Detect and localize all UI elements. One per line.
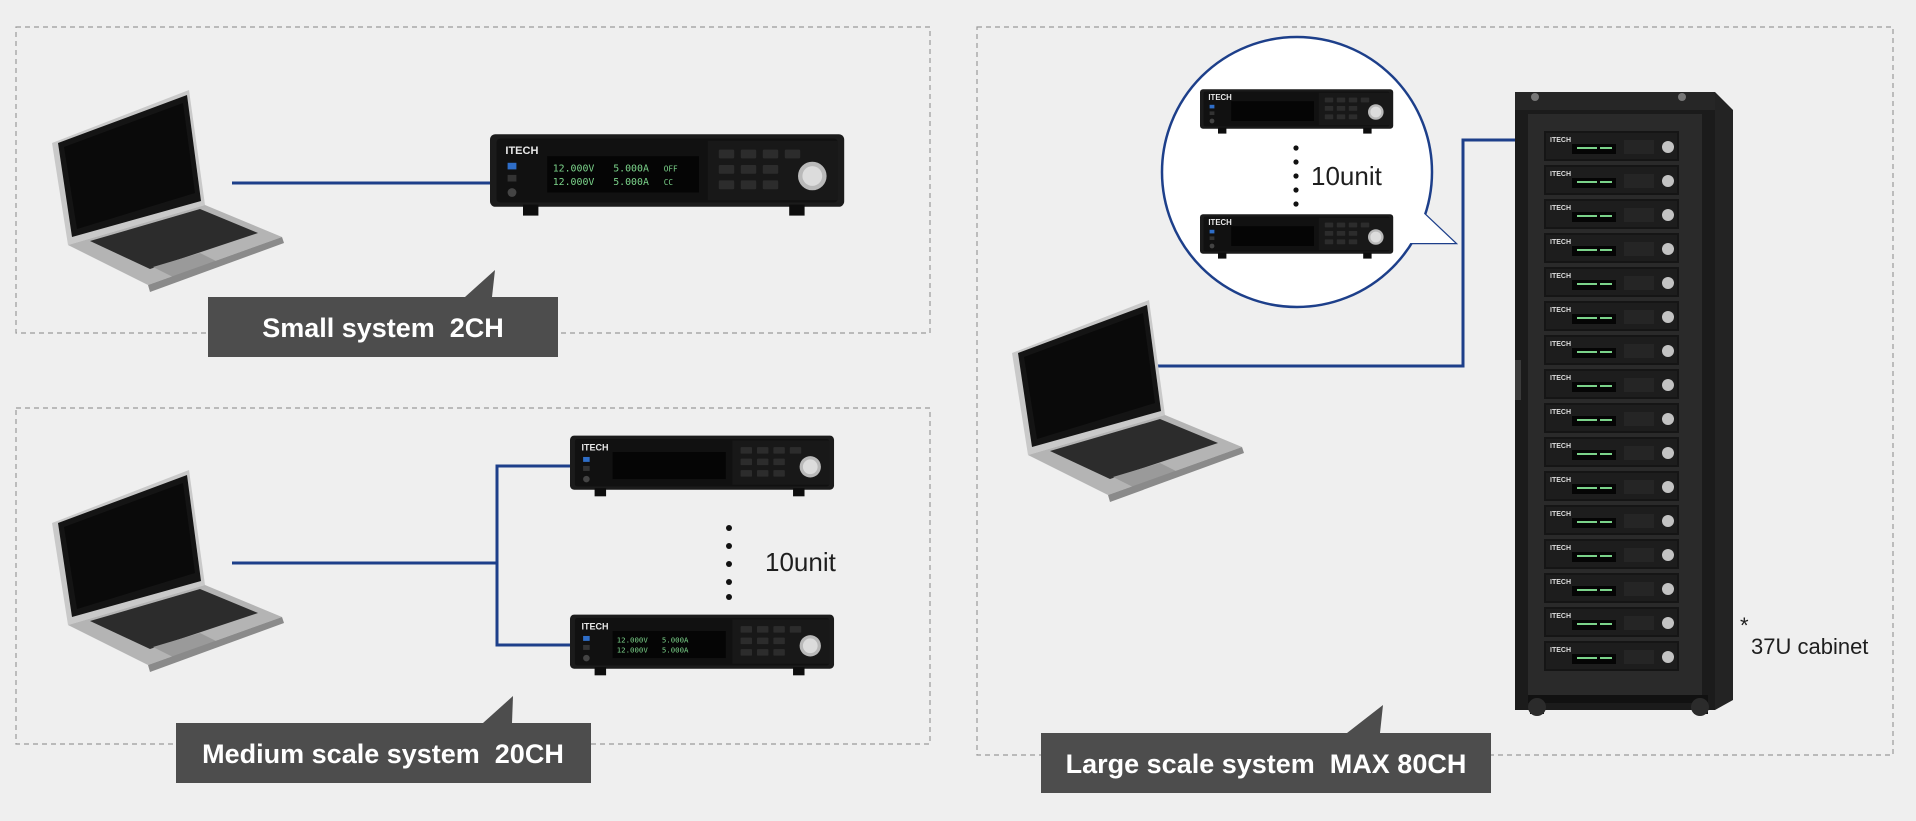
dc-power-supply-icon: ITECH 12.000V 12.000V 5.000A 5.000A xyxy=(570,614,835,676)
rack-cabinet-icon xyxy=(1515,92,1733,716)
psu-brand-label: ITECH xyxy=(581,621,608,631)
psu-voltage-1: 12.000V xyxy=(553,164,595,175)
laptop-icon xyxy=(52,90,284,292)
psu-current-2: 5.000A xyxy=(613,177,649,188)
medium-system-frame xyxy=(15,407,931,745)
medium-system-callout: Medium scale system 20CH xyxy=(176,696,591,783)
large-count-label: 10unit xyxy=(1311,161,1383,191)
large-connector xyxy=(1155,138,1518,368)
psu-current-1: 5.000A xyxy=(613,164,649,175)
psu-current-1: 5.000A xyxy=(662,636,689,645)
zoom-bubble xyxy=(1160,35,1459,309)
laptop-icon xyxy=(52,470,284,672)
vertical-ellipsis xyxy=(726,525,732,600)
psu-voltage-2: 12.000V xyxy=(553,177,595,188)
psu-current-2: 5.000A xyxy=(662,645,689,654)
psu-voltage-2: 12.000V xyxy=(617,645,649,654)
vertical-ellipsis xyxy=(1293,145,1299,207)
medium-system-label: Medium scale system 20CH xyxy=(202,739,564,769)
cabinet-note-mark: * xyxy=(1740,613,1749,638)
large-system-callout: Large scale system MAX 80CH xyxy=(1041,705,1491,793)
psu-state-2: CC xyxy=(664,178,674,187)
psu-state-1: OFF xyxy=(664,165,678,174)
dc-power-supply-icon: ITECH 12.000V 12.000V 5.000A 5.000A OFF … xyxy=(490,134,845,216)
psu-brand-label: ITECH xyxy=(505,145,538,157)
medium-count-label: 10unit xyxy=(765,547,837,577)
large-system-label: Large scale system MAX 80CH xyxy=(1066,749,1467,779)
small-system-label: Small system 2CH xyxy=(262,313,504,343)
small-system-callout: Small system 2CH xyxy=(208,270,558,357)
dc-power-supply-icon: ITECH xyxy=(1200,214,1394,259)
medium-connector-branch xyxy=(495,464,570,647)
dc-power-supply-icon: ITECH xyxy=(1200,89,1394,134)
dc-power-supply-icon: ITECH xyxy=(570,435,835,497)
cabinet-note: 37U cabinet xyxy=(1751,634,1868,659)
psu-voltage-1: 12.000V xyxy=(617,636,649,645)
psu-brand-label: ITECH xyxy=(581,442,608,452)
laptop-icon xyxy=(1012,300,1244,502)
psu-brand-label: ITECH xyxy=(1208,218,1232,227)
psu-brand-label: ITECH xyxy=(1208,93,1232,102)
